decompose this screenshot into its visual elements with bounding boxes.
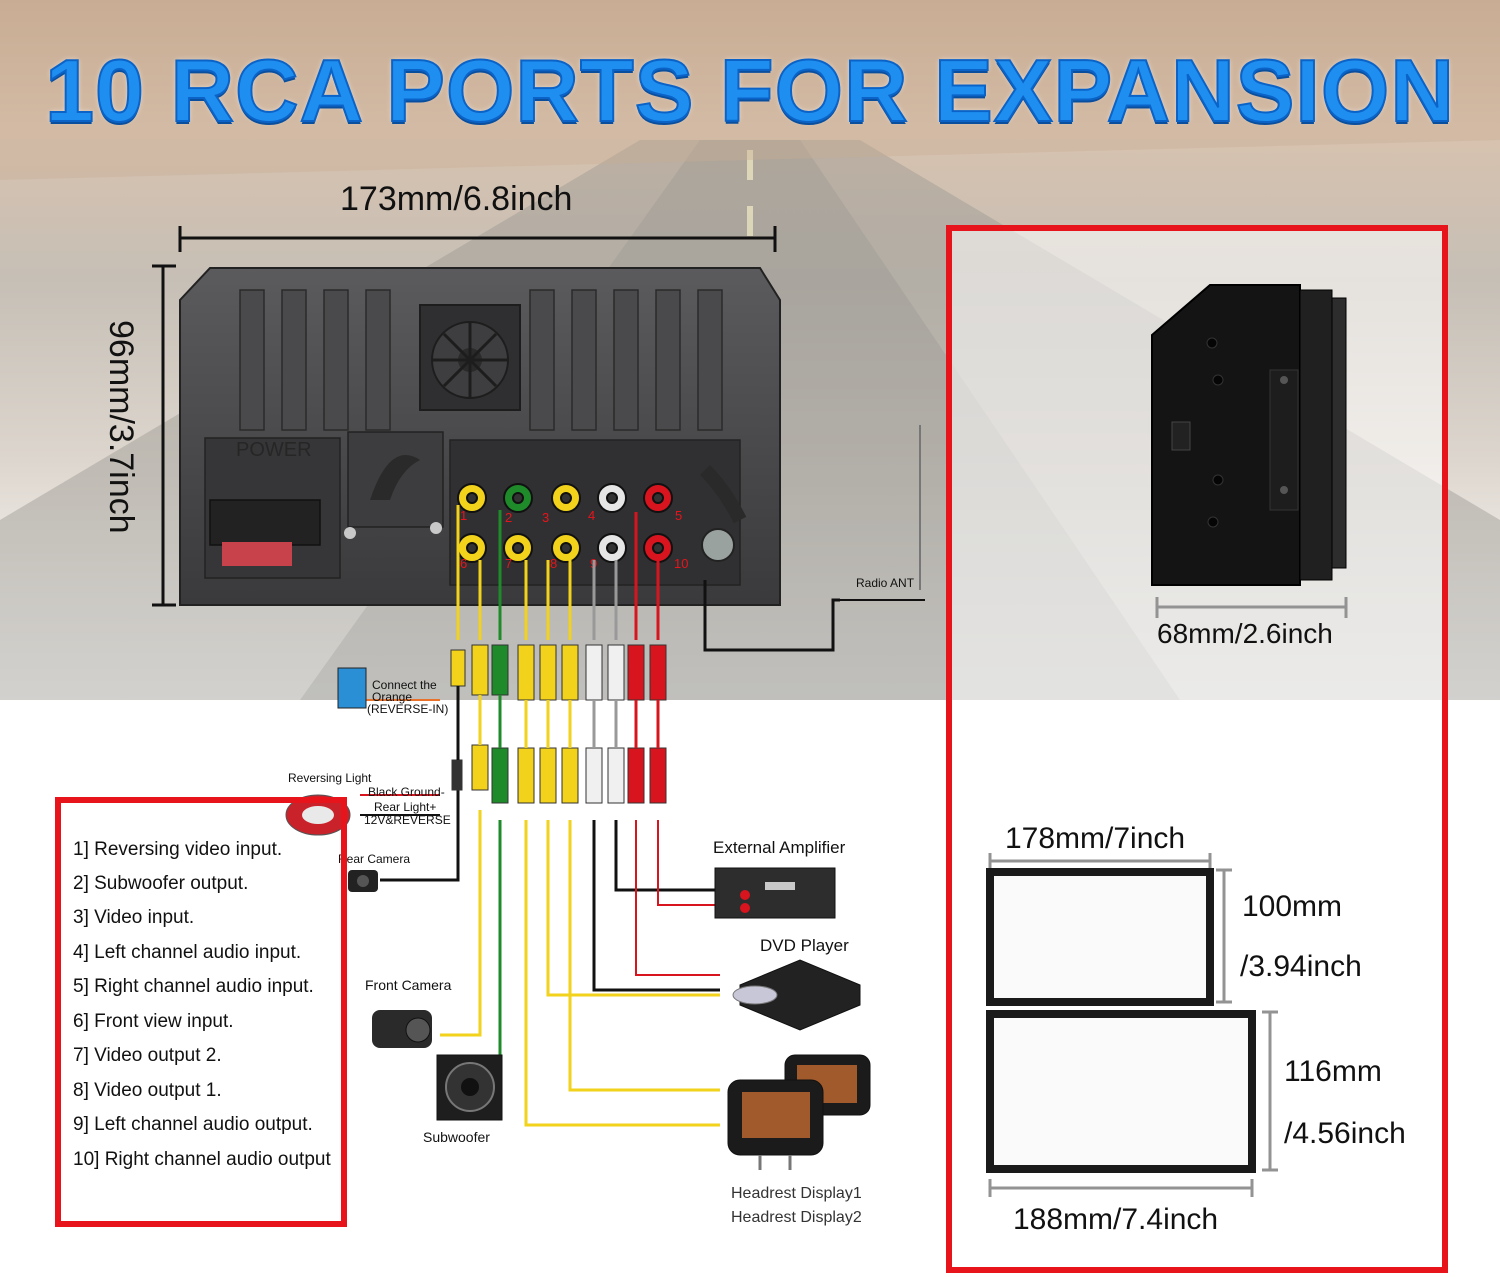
subwoofer-label: Subwoofer <box>423 1129 490 1145</box>
port-number-3: 3 <box>542 510 550 525</box>
radio-ant-label: Radio ANT <box>856 576 915 590</box>
black-ground-label: Black Ground- <box>368 785 445 799</box>
port-number-2: 2 <box>505 510 513 525</box>
depth-dimension-label: 68mm/2.6inch <box>1157 618 1333 649</box>
legend-item: 9] Left channel audio output. <box>73 1114 313 1135</box>
power-label: POWER <box>236 439 312 461</box>
reverse-12v-label: 12V&REVERSE <box>364 813 451 827</box>
port-number-10: 10 <box>674 556 689 571</box>
port-number-4: 4 <box>588 508 596 523</box>
reversing-light-label: Reversing Light <box>288 771 372 785</box>
frame-large-width-label: 188mm/7.4inch <box>1013 1203 1219 1236</box>
port-number-1: 1 <box>460 508 468 523</box>
rear-camera-label: Rear Camera <box>338 852 411 866</box>
legend-item: 5] Right channel audio input. <box>73 976 314 997</box>
legend-item: 10] Right channel audio output <box>73 1149 331 1170</box>
legend-item: 1] Reversing video input. <box>73 839 283 860</box>
connect-orange-label-1: Connect the <box>372 678 437 692</box>
external-amplifier-label: External Amplifier <box>713 838 846 857</box>
headrest-display-2-label: Headrest Display2 <box>731 1209 862 1226</box>
headrest-display-1-label: Headrest Display1 <box>731 1185 862 1202</box>
frame-small-width-label: 178mm/7inch <box>1005 822 1186 855</box>
legend-item: 4] Left channel audio input. <box>73 942 302 963</box>
connect-orange-label-3: (REVERSE-IN) <box>367 702 449 716</box>
side-view-panel <box>946 225 1448 1273</box>
page-title: 10 RCA PORTS FOR EXPANSION <box>44 40 1455 141</box>
port-legend-box <box>55 797 347 1227</box>
frame-large-height-in-label: /4.56inch <box>1284 1117 1406 1150</box>
dvd-player-label: DVD Player <box>760 936 849 955</box>
legend-item: 8] Video output 1. <box>73 1080 222 1101</box>
legend-item: 6] Front view input. <box>73 1011 234 1032</box>
port-number-8: 8 <box>550 556 558 571</box>
legend-item: 2] Subwoofer output. <box>73 873 249 894</box>
front-camera-label: Front Camera <box>365 977 452 993</box>
frame-large-height-mm-label: 116mm <box>1284 1055 1382 1088</box>
legend-item: 3] Video input. <box>73 907 195 928</box>
frame-small-height-mm-label: 100mm <box>1242 890 1343 923</box>
frame-small-height-in-label: /3.94inch <box>1240 950 1362 983</box>
rear-light-label: Rear Light+ <box>374 800 437 814</box>
port-number-6: 6 <box>460 556 468 571</box>
port-number-5: 5 <box>675 508 683 523</box>
port-number-7: 7 <box>505 556 513 571</box>
legend-item: 7] Video output 2. <box>73 1045 222 1066</box>
width-dimension-label: 173mm/6.8inch <box>340 180 573 218</box>
connect-orange-label-2: Orange <box>372 690 413 704</box>
